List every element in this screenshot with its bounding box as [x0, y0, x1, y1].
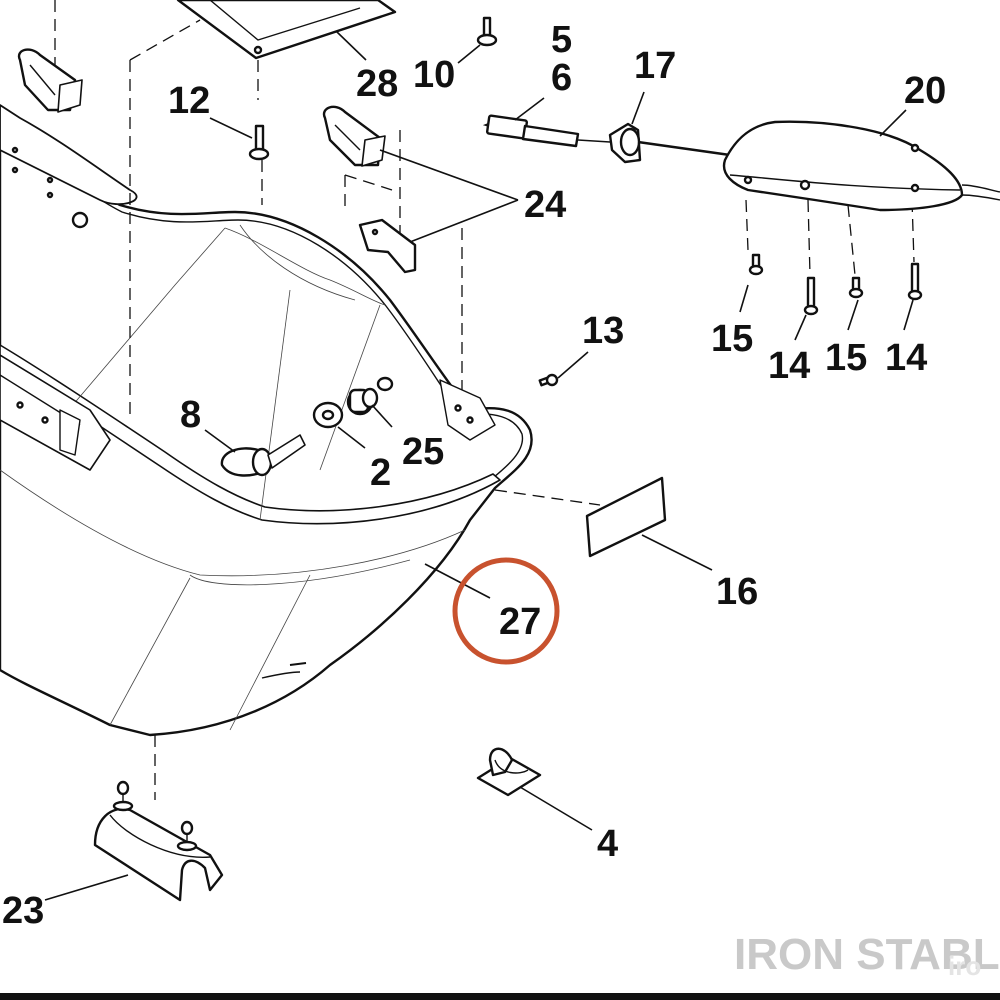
mounting-panel [0, 104, 138, 229]
callout-10[interactable]: 10 [413, 54, 455, 96]
saddlebag-body-part-27[interactable] [0, 123, 533, 737]
washer-part-2[interactable] [312, 401, 344, 429]
callout-13[interactable]: 13 [582, 310, 624, 352]
handle-bracket [17, 48, 83, 113]
callout-27[interactable]: 27 [499, 601, 541, 643]
highlight-circle [452, 557, 560, 665]
callout-15-left[interactable]: 15 [711, 318, 753, 360]
cable-assembly[interactable] [482, 114, 731, 164]
screw-part-15-right[interactable] [848, 276, 864, 299]
callout-25[interactable]: 25 [402, 431, 444, 473]
assembly-lines [54, 0, 915, 800]
callout-4[interactable]: 4 [597, 823, 618, 865]
label-part-16[interactable] [585, 476, 667, 558]
callout-28[interactable]: 28 [356, 63, 398, 105]
screw-part-12[interactable] [248, 124, 270, 161]
screw-part-10[interactable] [476, 16, 498, 47]
actuator-part-20[interactable] [722, 120, 1000, 212]
watermark-text: IRON STABLE [734, 930, 1000, 979]
callout-6[interactable]: 6 [551, 57, 572, 99]
latch-part-24[interactable] [322, 105, 417, 274]
callout-24[interactable]: 24 [524, 184, 566, 226]
callout-8[interactable]: 8 [180, 394, 201, 436]
screw-part-13[interactable] [538, 373, 559, 387]
callout-15-right[interactable]: 15 [825, 337, 867, 379]
callout-14-right[interactable]: 14 [885, 337, 927, 379]
pin-part-8[interactable] [220, 434, 306, 477]
callout-16[interactable]: 16 [716, 571, 758, 613]
bracket-part-23[interactable] [93, 780, 224, 902]
screw-part-15-left[interactable] [748, 253, 764, 276]
callout-2[interactable]: 2 [370, 452, 391, 494]
watermark-overlay: iro [948, 951, 981, 981]
callout-17[interactable]: 17 [634, 45, 676, 87]
callout-14-left[interactable]: 14 [768, 345, 810, 387]
clip-part-4[interactable] [476, 747, 542, 797]
leader-lines [44, 31, 914, 901]
screw-part-14-left[interactable] [803, 276, 819, 316]
callout-5[interactable]: 5 [551, 19, 572, 61]
lid-part-28[interactable] [176, 0, 397, 60]
grommet-part-25[interactable] [346, 376, 394, 416]
callout-labels: 28 10 5 6 17 20 12 24 13 15 14 15 14 8 2… [2, 19, 946, 932]
bottom-bar [0, 993, 1000, 1000]
callout-20[interactable]: 20 [904, 70, 946, 112]
callout-12[interactable]: 12 [168, 80, 210, 122]
screw-part-14-right[interactable] [907, 262, 923, 301]
callout-23[interactable]: 23 [2, 890, 44, 932]
